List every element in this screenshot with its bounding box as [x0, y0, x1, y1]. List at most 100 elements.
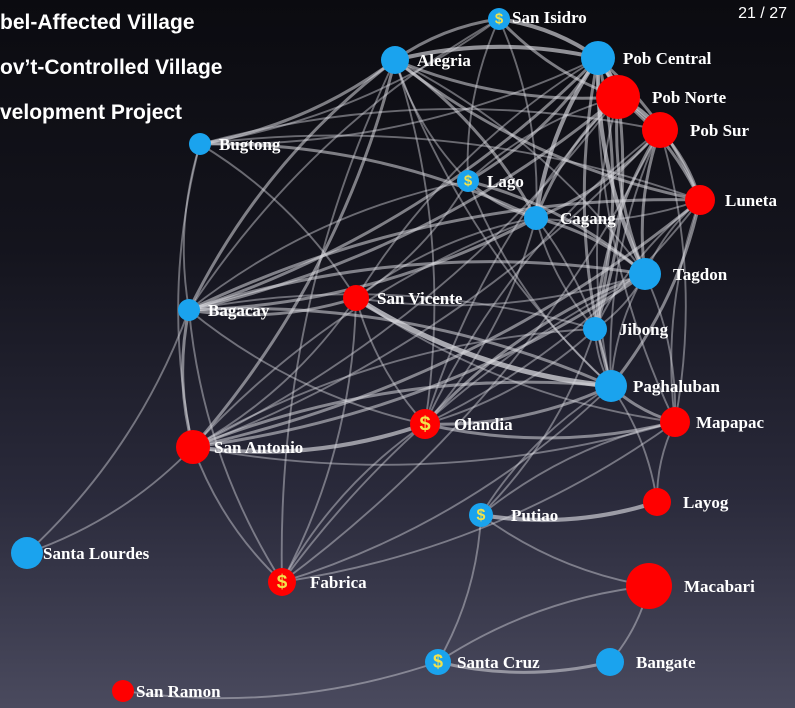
dollar-icon: $ [419, 413, 430, 435]
node-Mapapac: Mapapac [660, 407, 764, 437]
edge-SanIsidro-Cagang [498, 18, 538, 219]
rebel-village-marker [176, 430, 210, 464]
legend: bel-Affected Village ov’t-Controlled Vil… [0, 0, 222, 135]
edge-SanVicente-SanAntonio [192, 297, 357, 448]
edge-SantaCruz-SanRamon [122, 661, 439, 700]
govt-village-marker [425, 649, 451, 675]
edge-Luneta-Olandia [424, 199, 701, 425]
edge-Cagang-Paghaluban [535, 217, 612, 387]
edge-Cagang-SanVicente [355, 217, 537, 299]
edge-Paghaluban-Fabrica [281, 385, 612, 583]
edge-Macabari-SantaCruz [437, 585, 650, 663]
edge-PobCentral-Tagdon [595, 55, 648, 277]
node-Paghaluban: Paghaluban [595, 370, 720, 402]
edge-Alegria-PobCentral [392, 44, 601, 63]
node-Bangate: Bangate [596, 648, 696, 676]
node-label: Bagacay [208, 301, 270, 320]
edge-PobCentral-Cagang [533, 55, 601, 221]
edge-Putiao-SantaCruz [437, 514, 482, 663]
govt-village-marker [583, 317, 607, 341]
edge-SanVicente-Bagacay [187, 296, 358, 317]
dollar-icon: $ [477, 507, 486, 524]
edge-Alegria-Lago [394, 59, 469, 182]
node-label: San Vicente [377, 289, 463, 308]
node-Cagang: Cagang [524, 206, 616, 230]
edge-SanVicente-Paghaluban [353, 295, 614, 389]
edge-PobSur-Bugtong [199, 108, 661, 145]
govt-village-marker [381, 46, 409, 74]
govt-village-marker [457, 170, 479, 192]
edge-Jibong-Putiao [480, 328, 596, 516]
rebel-village-marker [410, 409, 440, 439]
edge-Paghaluban-Olandia [423, 384, 613, 426]
edge-PobSur-Fabrica [281, 129, 661, 583]
edge-PobSur-SanAntonio [192, 129, 661, 448]
node-label: Pob Norte [652, 88, 727, 107]
dollar-icon: $ [433, 651, 443, 671]
edge-Alegria-PobNorte [393, 58, 620, 100]
edge-Jibong-SanAntonio [192, 328, 596, 448]
node-label: Macabari [684, 577, 755, 596]
govt-village-marker [595, 370, 627, 402]
edge-SanVicente-Mapapac [355, 297, 676, 423]
edge-Layog-Putiao [478, 499, 660, 523]
edge-Bagacay-SantaLourdes [26, 309, 190, 554]
node-PobCentral: Pob Central [581, 41, 712, 75]
node-label: Lago [487, 172, 524, 191]
edge-PobNorte-Olandia [424, 96, 619, 425]
node-Olandia: $Olandia [410, 409, 513, 439]
edge-PobCentral-SanVicente [355, 57, 599, 299]
node-SanVicente: San Vicente [343, 285, 463, 311]
edge-Tagdon-SanVicente [355, 273, 646, 307]
slide-number: 21 / 27 [738, 5, 787, 22]
rebel-village-marker [685, 185, 715, 215]
rebel-village-marker [343, 285, 369, 311]
edge-Alegria-Paghaluban [394, 59, 612, 387]
edge-PobNorte-SanAntonio [192, 96, 619, 448]
govt-village-marker [189, 133, 211, 155]
govt-village-marker [581, 41, 615, 75]
legend-rebel-affected: bel-Affected Village [0, 11, 195, 34]
node-label: Tagdon [673, 265, 728, 284]
edge-Tagdon-Fabrica [281, 273, 646, 583]
legend-development-project: velopment Project [0, 101, 183, 124]
edge-Lago-Paghaluban [467, 180, 612, 387]
node-Alegria: Alegria [381, 46, 471, 74]
edge-Paghaluban-Putiao [480, 385, 612, 516]
node-label: Paghaluban [633, 377, 720, 396]
govt-village-marker [11, 537, 43, 569]
node-PobNorte: Pob Norte [596, 75, 727, 119]
rebel-village-marker [112, 680, 134, 702]
node-label: Putiao [511, 506, 558, 525]
node-SantaLourdes: Santa Lourdes [11, 537, 150, 569]
edge-Luneta-Jibong [594, 199, 701, 330]
edge-SanAntonio-SantaLourdes [26, 446, 194, 554]
edge-Jibong-Olandia [424, 328, 596, 425]
node-Macabari: Macabari [626, 563, 755, 609]
rebel-village-marker [626, 563, 672, 609]
node-Jibong: Jibong [583, 317, 669, 341]
node-SantaCruz: $Santa Cruz [425, 649, 540, 675]
edge-Olandia-Mapapac [423, 420, 677, 440]
node-SanIsidro: $San Isidro [488, 8, 587, 30]
node-Luneta: Luneta [685, 185, 777, 215]
edge-Alegria-Luneta [393, 58, 702, 202]
rebel-village-marker [660, 407, 690, 437]
node-Bugtong: Bugtong [189, 133, 281, 155]
node-SanRamon: San Ramon [112, 680, 221, 702]
edge-PobCentral-Paghaluban [582, 56, 613, 388]
node-label: San Antonio [214, 438, 303, 457]
edge-Alegria-Olandia [394, 59, 436, 425]
govt-village-marker [178, 299, 200, 321]
edge-Tagdon-Bagacay [187, 260, 647, 312]
node-label: Fabrica [310, 573, 367, 592]
edge-Alegria-Bagacay [187, 58, 397, 312]
node-label: Layog [683, 493, 729, 512]
rebel-village-marker [268, 568, 296, 596]
edge-Cagang-SanAntonio [192, 217, 537, 448]
govt-village-marker [524, 206, 548, 230]
edge-PobSur-Mapapac [659, 129, 687, 423]
edge-Luneta-Cagang [535, 199, 701, 222]
